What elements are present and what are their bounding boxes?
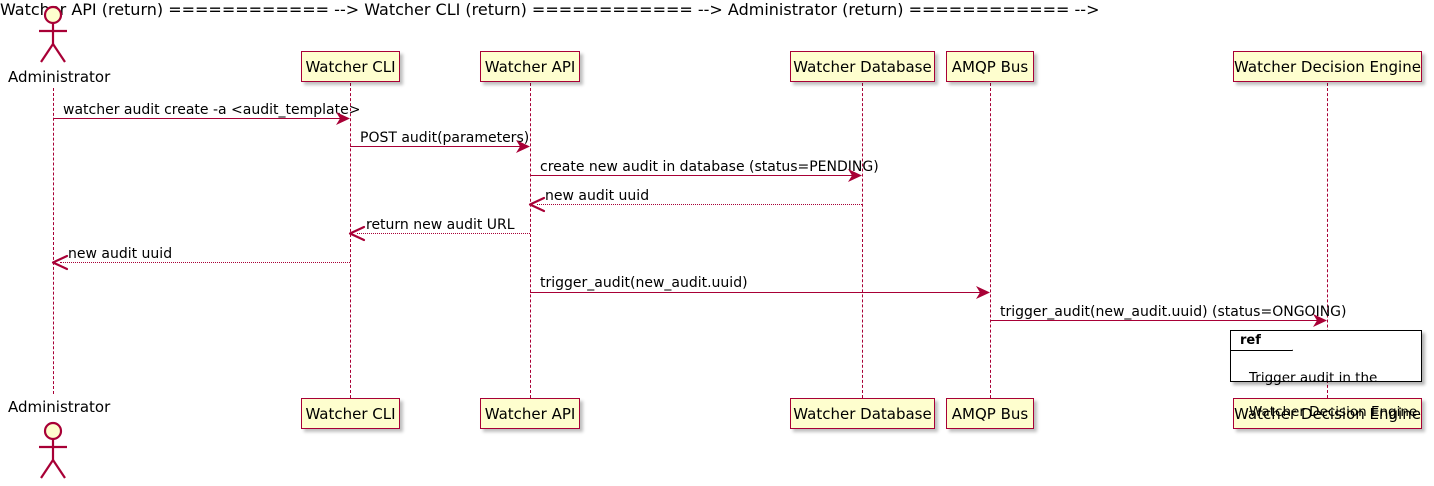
participant-watcher-cli-top[interactable]: Watcher CLI [301,51,400,82]
message-5-line [357,233,530,234]
message-3-line [530,175,855,176]
participant-watcher-api-bottom-label: Watcher API [484,404,576,423]
message-7-line [530,292,983,293]
participant-watcher-cli-top-label: Watcher CLI [305,57,396,76]
ref-fragment-tab: ref [1231,331,1293,351]
message-5-arrowhead [348,225,366,242]
participant-watcher-decision-engine-bottom-label: Watcher Decision Engine [1234,404,1421,423]
participant-amqp-bus-top-label: AMQP Bus [951,57,1029,76]
participant-watcher-cli-bottom[interactable]: Watcher CLI [301,398,400,429]
message-3-label: create new audit in database (status=PEN… [540,159,879,175]
participant-watcher-decision-engine-top[interactable]: Watcher Decision Engine [1233,51,1422,82]
participant-amqp-bus-bottom-label: AMQP Bus [951,404,1029,423]
participant-watcher-cli-bottom-label: Watcher CLI [305,404,396,423]
participant-amqp-bus-top[interactable]: AMQP Bus [946,51,1034,82]
actor-administrator-bottom-icon [30,420,76,482]
lifeline-watcher-database [862,83,863,398]
participant-watcher-database-bottom[interactable]: Watcher Database [790,398,935,429]
ref-fragment-body: Trigger audit in the Watcher Decision En… [1231,353,1421,438]
message-7-arrowhead [976,286,990,299]
participant-watcher-database-top[interactable]: Watcher Database [790,51,935,82]
message-8-line [990,320,1320,321]
participant-watcher-decision-engine-top-label: Watcher Decision Engine [1234,57,1421,76]
actor-administrator-bottom-label: Administrator [8,398,111,416]
message-3-arrowhead [848,169,862,182]
participant-watcher-api-top-label: Watcher API [484,57,576,76]
message-7-label: trigger_audit(new_audit.uuid) [540,275,748,291]
participant-watcher-database-top-label: Watcher Database [793,57,932,76]
participant-amqp-bus-bottom[interactable]: AMQP Bus [946,398,1034,429]
actor-administrator-top-label: Administrator [8,68,111,86]
participant-watcher-api-top[interactable]: Watcher API [480,51,580,82]
lifeline-administrator [53,88,54,394]
ref-fragment-body-line-1: Trigger audit in the [1249,370,1378,386]
message-2-arrowhead [516,140,530,153]
message-2-line [350,146,523,147]
participant-watcher-api-bottom[interactable]: Watcher API [480,398,580,429]
actor-administrator-top-icon [30,4,76,66]
message-5-label: return new audit URL [366,217,515,233]
ref-fragment-trigger-audit[interactable]: ref Trigger audit in the Watcher Decisio… [1230,330,1422,420]
message-4-arrowhead [528,196,546,213]
lifeline-watcher-api [530,83,531,398]
message-8-label: trigger_audit(new_audit.uuid) (status=ON… [1000,304,1347,320]
ref-fragment-tab-label: ref [1240,333,1261,348]
message-6-label: new audit uuid [68,246,173,262]
message-4-line [537,204,862,205]
message-1-line [53,118,343,119]
message-1-arrowhead [336,112,350,125]
ref-fragment-body-line-2: Watcher Decision Engine [1249,404,1418,420]
message-6-line [60,262,350,263]
message-1-label: watcher audit create -a <audit_template> [63,102,361,118]
lifeline-watcher-cli [350,83,351,398]
message-8-arrowhead [1313,314,1327,327]
message-6-arrowhead [51,254,69,271]
lifeline-watcher-decision-engine [1327,83,1328,398]
participant-watcher-decision-engine-bottom[interactable]: Watcher Decision Engine [1233,398,1422,429]
message-2-label: POST audit(parameters) [360,130,530,146]
lifeline-amqp-bus [990,83,991,398]
participant-watcher-database-bottom-label: Watcher Database [793,404,932,423]
message-4-label: new audit uuid [545,188,650,204]
